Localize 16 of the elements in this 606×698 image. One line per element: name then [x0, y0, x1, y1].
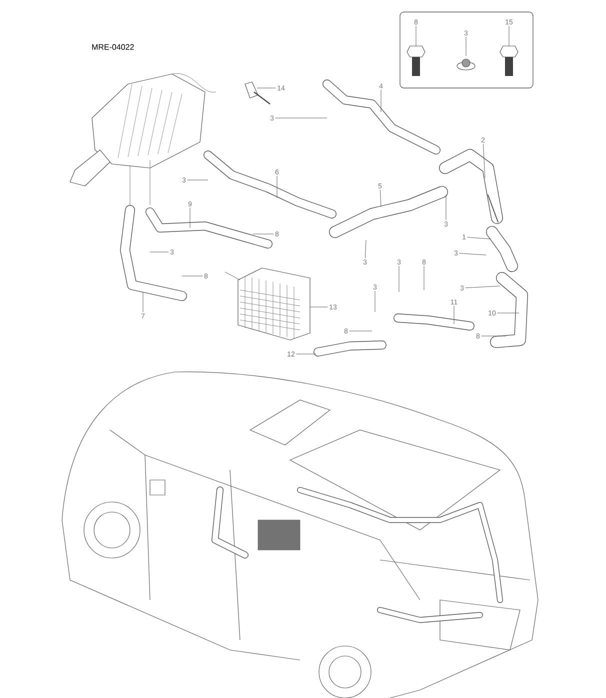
leader-line [398, 266, 400, 292]
leader-line [349, 330, 372, 332]
drawing-code: MRE-04022 [92, 44, 134, 50]
leader-line [142, 292, 144, 312]
leader-line [482, 144, 486, 178]
leader-line [276, 176, 278, 198]
leader-line [364, 240, 366, 258]
leader-line [459, 252, 486, 256]
leader-line [380, 90, 382, 112]
leader-line [310, 306, 328, 308]
leader-line [508, 26, 510, 46]
leader-line [374, 290, 376, 312]
leader-line [380, 190, 382, 208]
leader-line [497, 312, 520, 314]
leader-line [467, 237, 492, 240]
leader-line [465, 286, 500, 288]
